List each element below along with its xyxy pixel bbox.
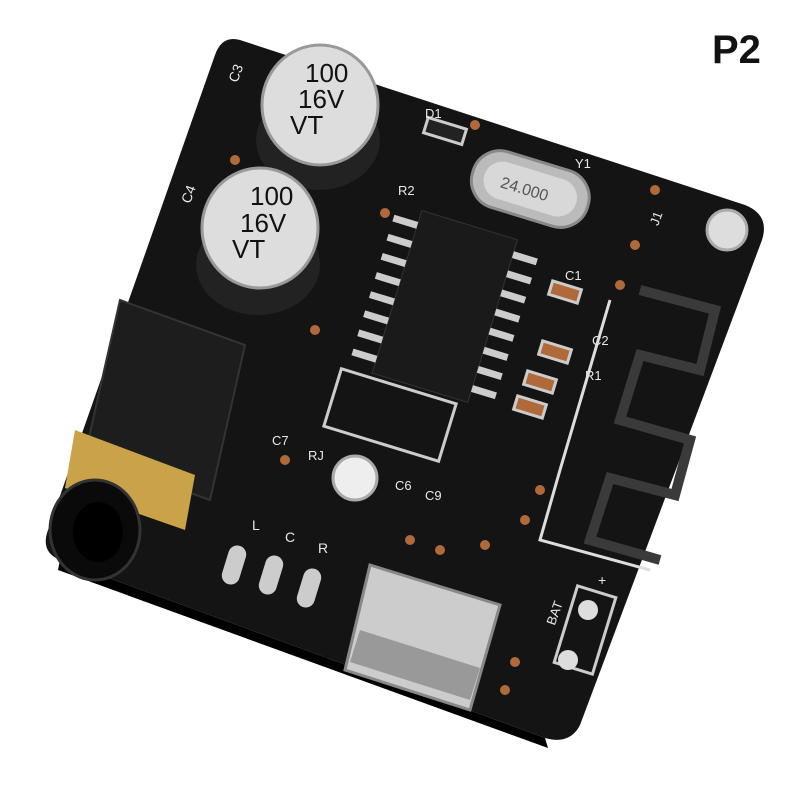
silk-plus: + [598,572,606,588]
lrc-pads [221,545,322,608]
antenna-trace [583,285,722,565]
audio-jack [48,298,247,582]
silk-c3: C3 [225,62,246,84]
battery-pads [552,584,618,676]
silk-r1: R1 [585,368,602,383]
silk-r: R [318,540,328,556]
product-label: P2 [712,28,761,72]
capacitor-c3: 100 16V VT C3 [225,43,380,190]
silk-j1: J1 [647,209,666,227]
ic-chip [351,209,538,403]
silk-r2: R2 [398,183,415,198]
silk-c9: C9 [425,488,442,503]
capacitor-value: 100 [250,181,293,211]
silk-c4: C4 [178,183,199,205]
silk-l: L [252,517,260,533]
smd-components [321,115,584,464]
capacitor-voltage: 16V [240,208,287,238]
capacitor-series: VT [232,234,265,264]
silk-c1: C1 [565,268,582,283]
crystal-y1: 24.000 [469,149,591,229]
silk-c2: C2 [592,333,609,348]
capacitor-series: VT [290,110,323,140]
capacitor-value: 100 [305,58,348,88]
silk-c7: C7 [272,433,289,448]
capacitor-c4: 100 16V VT C4 [178,166,320,315]
micro-usb-port [343,563,502,712]
silk-rj: RJ [308,448,324,463]
mounting-hole [705,208,749,252]
capacitor-voltage: 16V [298,84,345,114]
mounting-hole [331,454,379,502]
silk-d1: D1 [425,106,442,121]
silk-c6: C6 [395,478,412,493]
silk-y1: Y1 [575,156,591,171]
vias [230,120,660,695]
silk-c: C [285,529,295,545]
